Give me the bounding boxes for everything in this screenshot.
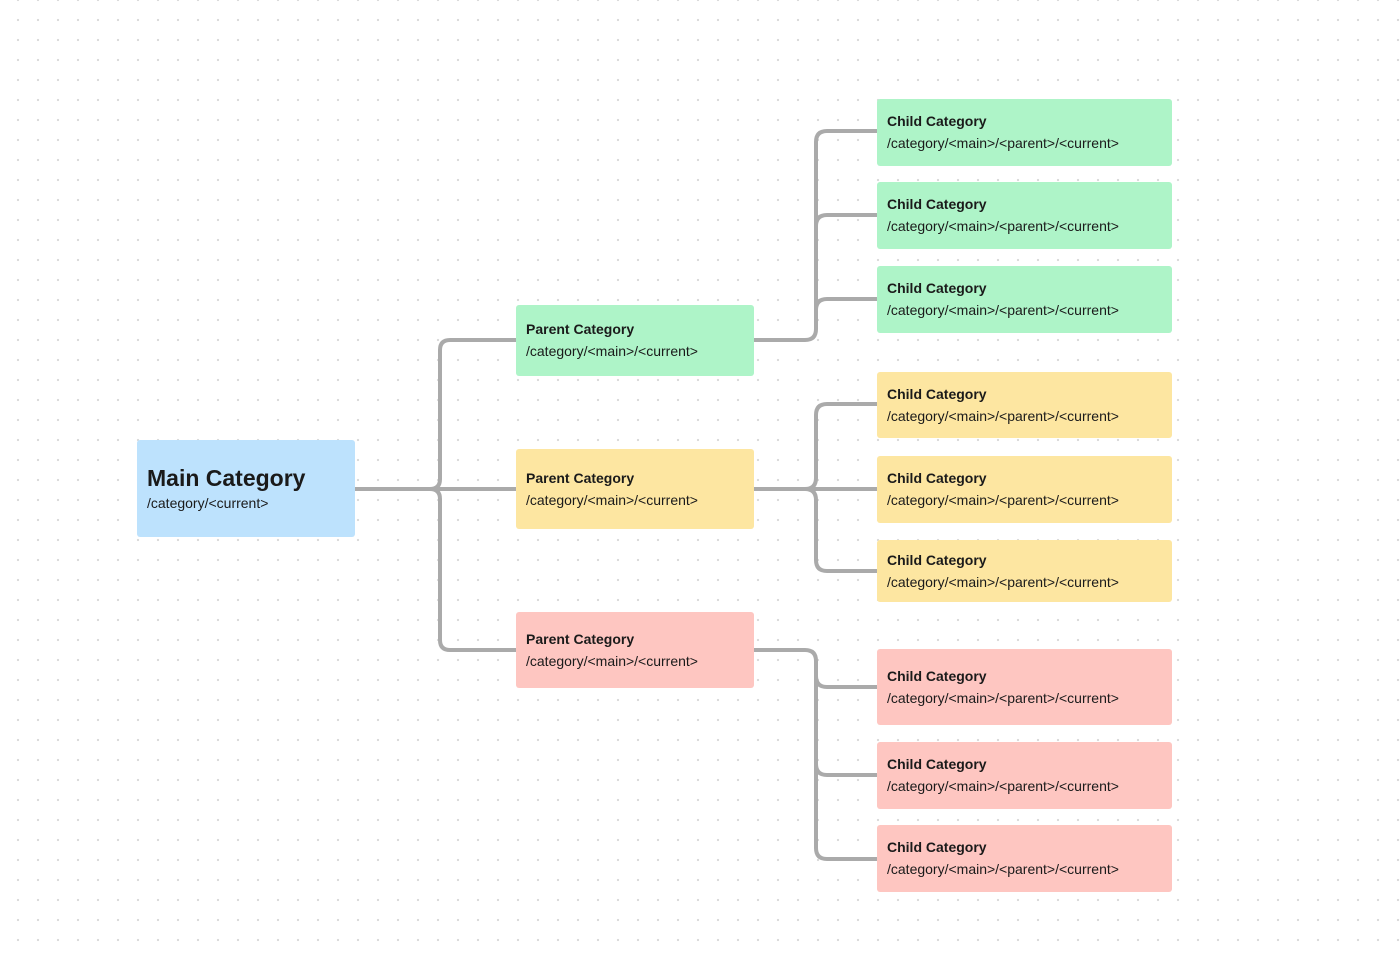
parent-category-path: /category/<main>/<current>: [526, 652, 698, 669]
parent-category-node[interactable]: Parent Category /category/<main>/<curren…: [516, 612, 754, 688]
child-category-path: /category/<main>/<parent>/<current>: [887, 135, 1119, 151]
connector-parent-3-to-child-3: [814, 762, 879, 777]
connector-parent-3-to-child-2: [814, 674, 879, 689]
child-category-title: Child Category: [887, 196, 987, 212]
parent-category-title: Parent Category: [526, 321, 635, 337]
parent-category-title: Parent Category: [526, 630, 635, 647]
child-category-path: /category/<main>/<parent>/<current>: [887, 689, 1119, 706]
connector-parent-1-to-child-3: [814, 297, 879, 312]
child-category-node[interactable]: Child Category /category/<main>/<parent>…: [877, 99, 1172, 166]
child-category-title: Child Category: [887, 551, 987, 568]
main-category-node[interactable]: Main Category /category/<current>: [137, 440, 355, 537]
child-category-node[interactable]: Child Category /category/<main>/<parent>…: [877, 742, 1172, 809]
child-category-node[interactable]: Child Category /category/<main>/<parent>…: [877, 266, 1172, 333]
connector-parent-1-to-child-2: [814, 213, 879, 228]
parent-category-title: Parent Category: [526, 469, 635, 486]
child-category-path: /category/<main>/<parent>/<current>: [887, 861, 1119, 877]
child-category-title: Child Category: [887, 667, 987, 684]
child-category-title: Child Category: [887, 113, 987, 129]
child-category-path: /category/<main>/<parent>/<current>: [887, 778, 1119, 794]
child-category-path: /category/<main>/<parent>/<current>: [887, 302, 1119, 318]
child-category-title: Child Category: [887, 470, 987, 486]
child-category-node[interactable]: Child Category /category/<main>/<parent>…: [877, 649, 1172, 725]
parent-category-node[interactable]: Parent Category /category/<main>/<curren…: [516, 449, 754, 529]
child-category-title: Child Category: [887, 280, 987, 296]
parent-category-path: /category/<main>/<current>: [526, 343, 698, 359]
connector-main-to-parent-3: [354, 487, 518, 652]
child-category-node[interactable]: Child Category /category/<main>/<parent>…: [877, 540, 1172, 602]
child-category-path: /category/<main>/<parent>/<current>: [887, 407, 1119, 424]
child-category-path: /category/<main>/<parent>/<current>: [887, 218, 1119, 234]
connector-main-to-parent-1: [354, 338, 518, 491]
connector-parent-1-to-child-1: [752, 129, 879, 342]
parent-category-path: /category/<main>/<current>: [526, 491, 698, 508]
child-category-path: /category/<main>/<parent>/<current>: [887, 573, 1119, 590]
main-category-path: /category/<current>: [147, 495, 269, 511]
connector-parent-2-to-child-3: [752, 487, 879, 573]
child-category-title: Child Category: [887, 385, 987, 402]
main-category-title: Main Category: [147, 465, 306, 491]
child-category-node[interactable]: Child Category /category/<main>/<parent>…: [877, 456, 1172, 523]
parent-category-node[interactable]: Parent Category /category/<main>/<curren…: [516, 305, 754, 376]
child-category-path: /category/<main>/<parent>/<current>: [887, 492, 1119, 508]
connector-parent-3-to-child-1: [752, 648, 879, 861]
connector-parent-2-to-child-1: [752, 402, 879, 491]
child-category-node[interactable]: Child Category /category/<main>/<parent>…: [877, 372, 1172, 438]
child-category-title: Child Category: [887, 839, 987, 855]
child-category-node[interactable]: Child Category /category/<main>/<parent>…: [877, 825, 1172, 892]
child-category-title: Child Category: [887, 756, 987, 772]
child-category-node[interactable]: Child Category /category/<main>/<parent>…: [877, 182, 1172, 249]
